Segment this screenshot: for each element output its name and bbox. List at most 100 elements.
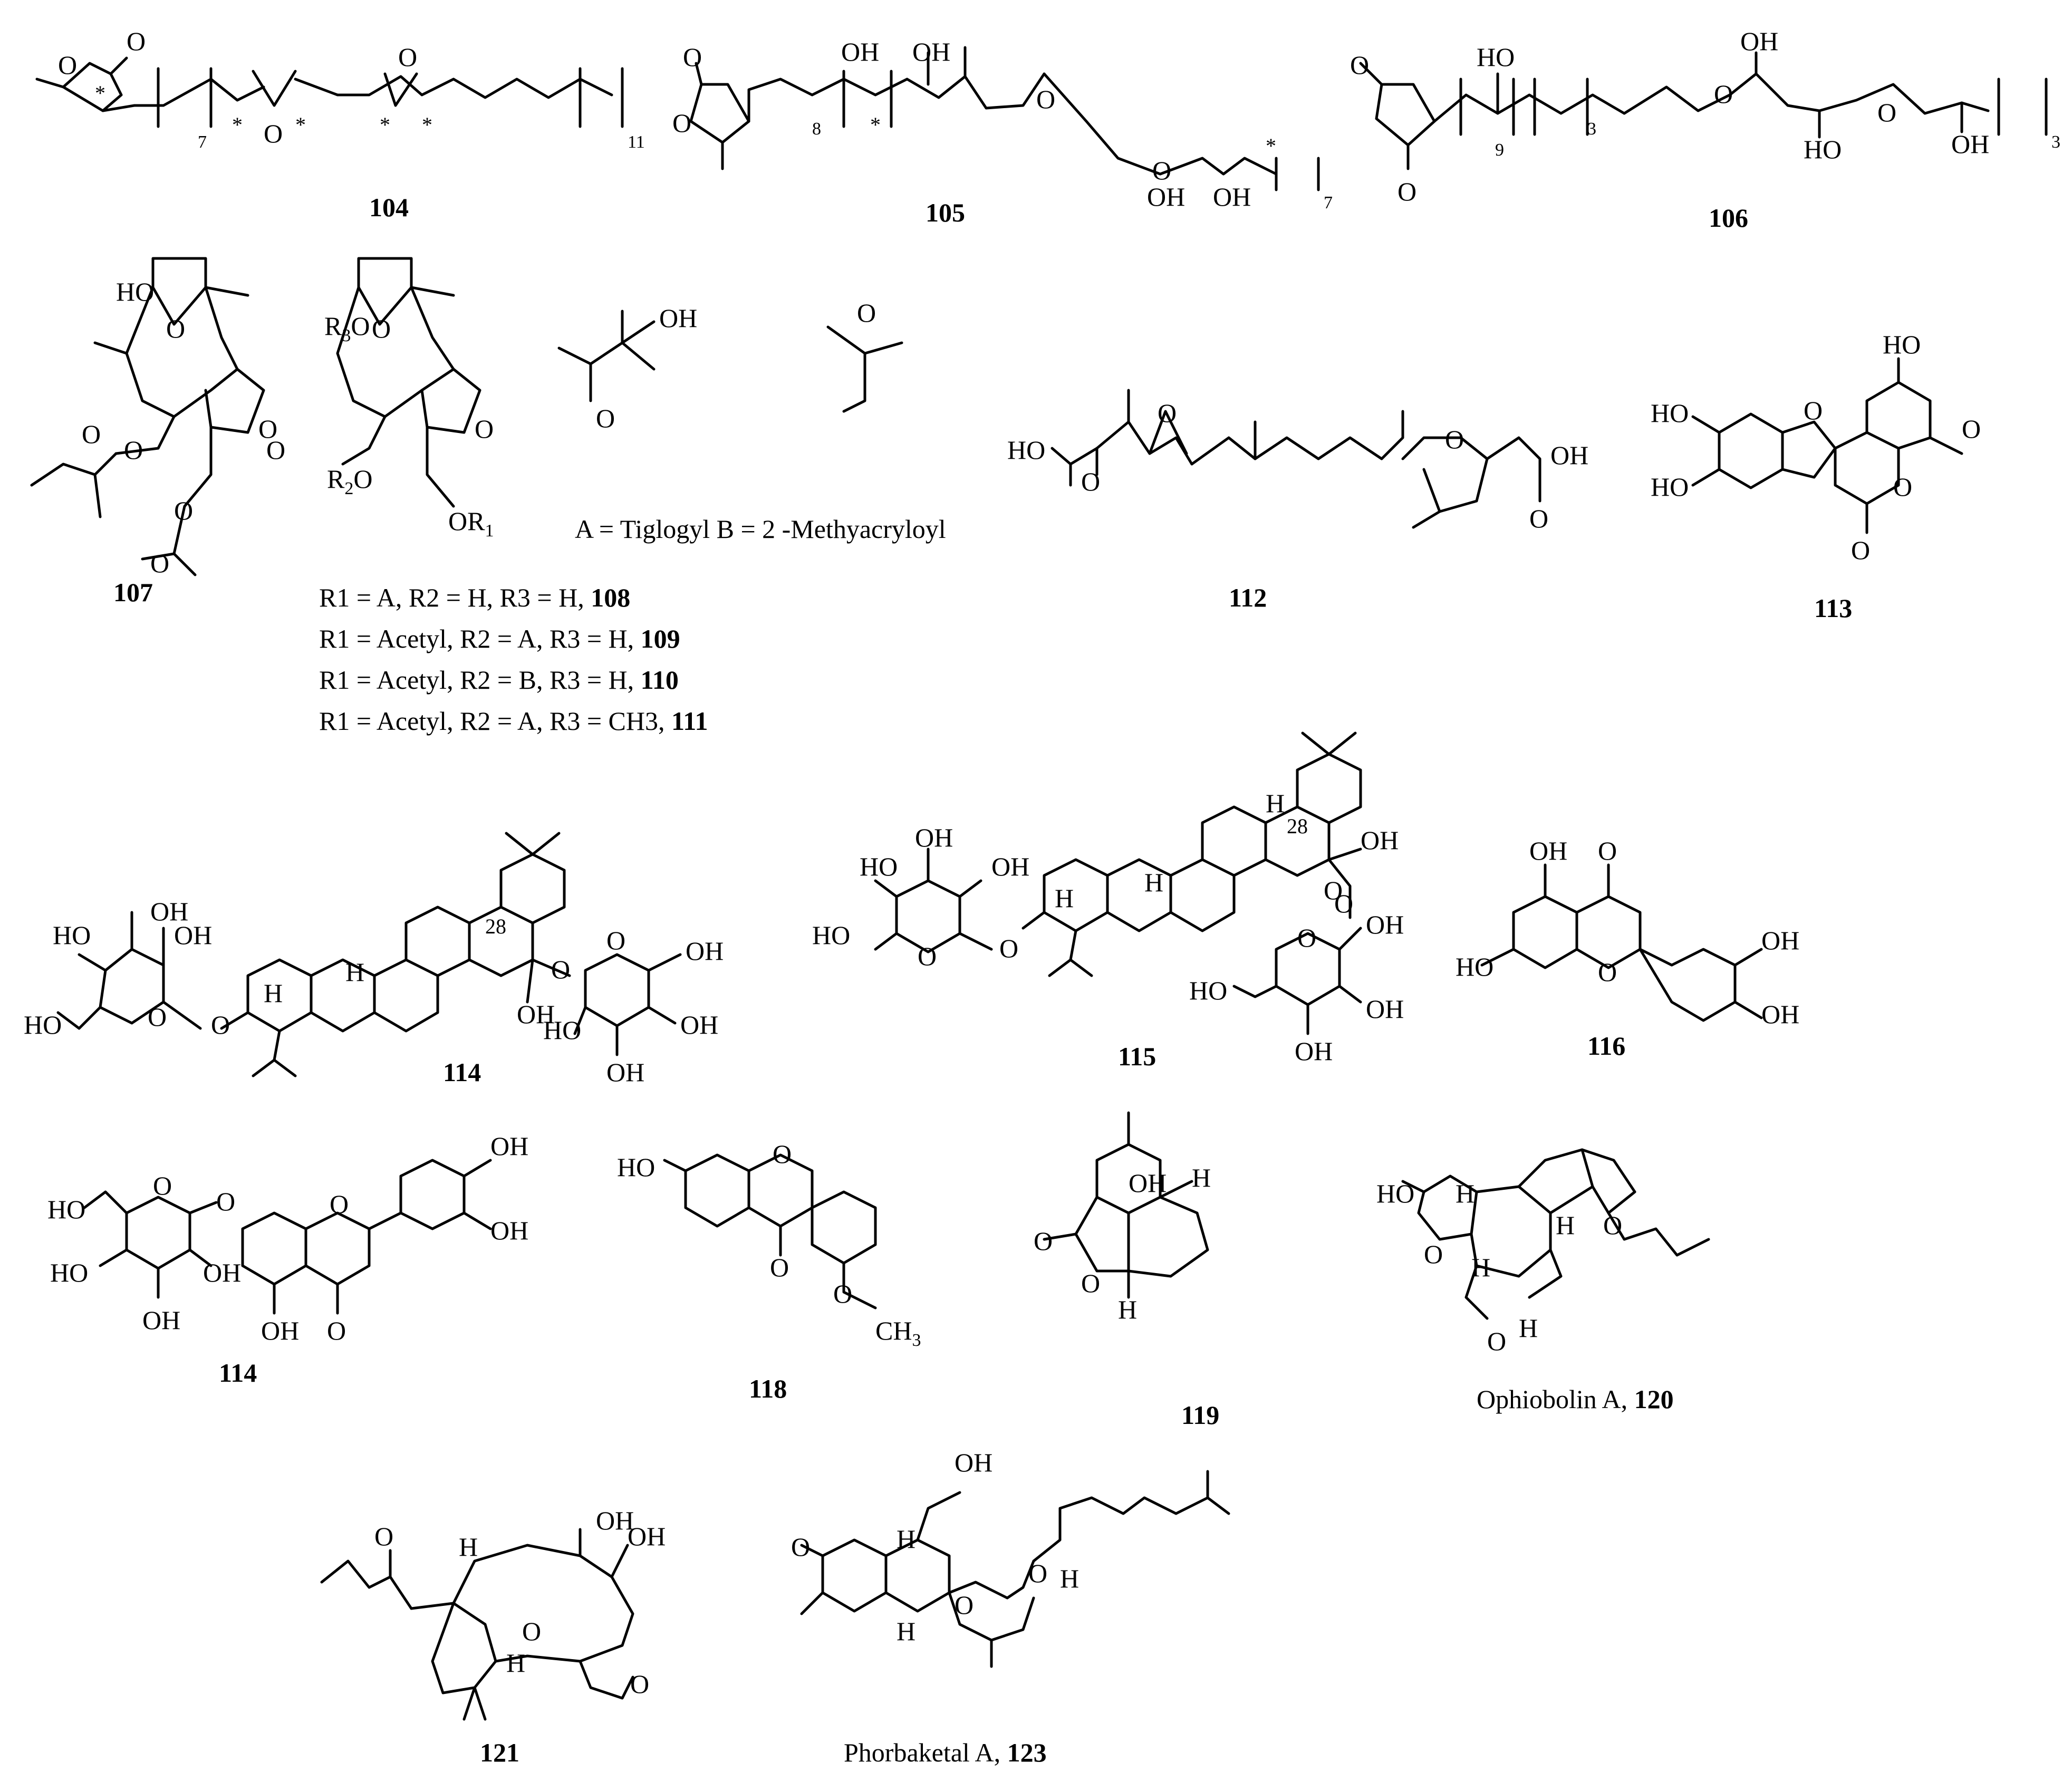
thf-oxygen: O (1152, 156, 1171, 185)
repeat-count: 11 (628, 132, 645, 152)
glycosidic-oxygen: O (216, 1187, 235, 1216)
lactone-oxygen: O (1893, 472, 1912, 502)
carbonyl-oxygen: O (1851, 535, 1870, 565)
hydroxyl: OH (1951, 129, 1989, 159)
compound-118: HO O O O CH3 118 (617, 1139, 921, 1403)
hydroxyl: HO (1456, 952, 1493, 981)
methyl-subscript: 3 (912, 1331, 921, 1350)
hydroxyl: HO (53, 920, 91, 950)
carbonyl-oxygen: O (127, 26, 146, 56)
hydroxyl: HO (1804, 134, 1842, 164)
pyranose-oxygen: O (1297, 923, 1316, 952)
hydroxyl: OH (1761, 999, 1799, 1029)
r2-oxygen: O (353, 464, 372, 494)
compound-108-111: R3O O O R2O OR1 OH O O A = Tiglogyl B = … (319, 257, 946, 736)
svg-text:CH3: CH3 (875, 1316, 921, 1350)
ester-oxygen: O (174, 496, 193, 525)
hydroxyl: HO (1651, 398, 1689, 428)
substituent-row-text: R1 = Acetyl, R2 = B, R3 = H, (319, 665, 634, 695)
r2-label: R (327, 464, 345, 494)
hydroxyl: OH (1529, 836, 1567, 865)
hydroxyl: HO (812, 920, 850, 950)
carbon-28-label: 28 (485, 914, 506, 938)
epoxide-oxygen: O (1158, 398, 1177, 428)
carbonyl-oxygen: O (1398, 177, 1416, 206)
repeat-count: 9 (1495, 140, 1504, 160)
hydroxyl: OH (1129, 1168, 1167, 1198)
svg-text:R2O: R2O (327, 464, 372, 498)
hydroxyl: OH (203, 1258, 241, 1287)
compound-number: 114 (219, 1358, 257, 1388)
thf-oxygen: O (1036, 84, 1055, 114)
methoxy-oxygen: O (1081, 467, 1100, 496)
spiro-thf-oxygen: O (1603, 1210, 1622, 1240)
hydroxyl: HO (47, 1195, 85, 1224)
repeat-count: 3 (1587, 119, 1596, 139)
substituent-row-number: 110 (641, 665, 679, 695)
carbonyl-oxygen: O (327, 1316, 346, 1345)
svg-text:R3O: R3O (324, 311, 370, 345)
stereo-star: * (380, 113, 390, 137)
methoxy-oxygen: O (1962, 414, 1981, 444)
hydroxyl: OH (606, 1057, 644, 1087)
svg-text:Ophiobolin A, 120: Ophiobolin A, 120 (1477, 1384, 1674, 1414)
compound-number: 113 (1814, 593, 1852, 623)
glycosidic-oxygen: O (211, 1010, 230, 1039)
hydroxyl: OH (261, 1316, 299, 1345)
pyranose-oxygen: O (148, 1002, 167, 1032)
pyranose-oxygen: O (918, 941, 937, 971)
r3-label: R (324, 311, 342, 341)
compound-114-flavone-glucoside: HO O O HO OH OH O OH O OH OH 114 (47, 1131, 528, 1388)
hydroxyl: OH (1761, 926, 1799, 955)
substituent-table: R1 = A, R2 = H, R3 = H, 108 R1 = Acetyl,… (319, 583, 708, 736)
svg-text:R1 = A, R2 = H, R3 = H, 108: R1 = A, R2 = H, R3 = H, 108 (319, 583, 630, 612)
spiro-oxygen: O (1028, 1558, 1047, 1588)
thf-oxygen: O (1714, 79, 1733, 109)
hydroxyl: HO (1477, 42, 1515, 72)
pyranone-oxygen: O (773, 1139, 792, 1169)
tigloyl-carbonyl-oxygen: O (596, 403, 615, 433)
pyran-oxygen: O (1445, 425, 1464, 454)
epoxide-oxygen-2: O (398, 42, 417, 72)
stereo-star: * (870, 113, 881, 137)
compound-number: 106 (1709, 203, 1748, 233)
hydroxyl: HO (1007, 435, 1045, 465)
hydroxyl: HO (50, 1258, 88, 1287)
acid-carbonyl-oxygen: O (1334, 889, 1353, 918)
compound-number: 120 (1634, 1384, 1674, 1414)
acid-carbonyl-oxygen: O (1529, 504, 1548, 533)
hydroxyl: OH (490, 1216, 528, 1245)
stereo-hydrogen: H (1456, 1179, 1475, 1208)
ketone-oxygen: O (1424, 1239, 1443, 1269)
lactone-oxygen: O (258, 414, 277, 444)
hydroxyl: OH (1740, 26, 1778, 56)
compound-119: OH O O H H 119 (1034, 1111, 1219, 1430)
hydroxyl: HO (1376, 1179, 1414, 1208)
hydroxyl: OH (628, 1521, 666, 1551)
svg-text:OR1: OR1 (448, 506, 494, 541)
compound-number: 107 (113, 577, 153, 607)
ketone-oxygen: O (374, 1521, 393, 1551)
hydroxyl: OH (686, 936, 724, 966)
hydroxyl: OH (174, 920, 212, 950)
hydroxyl: OH (1295, 1036, 1333, 1066)
stereo-hydrogen: H (1192, 1163, 1211, 1192)
hydroxyl: OH (1366, 910, 1404, 939)
hydroxyl: OH (142, 1305, 180, 1335)
stereo-star: * (295, 113, 306, 137)
hydroxyl: OH (955, 1448, 992, 1477)
hydroxyl: OH (596, 1506, 634, 1535)
hydroxyl: OH (1213, 182, 1251, 211)
hydroxyl: OH (841, 37, 879, 66)
stereo-hydrogen: H (1060, 1564, 1079, 1593)
compound-121: O OH OH H O H O 121 (320, 1506, 666, 1767)
svg-text:R1 = Acetyl, R2 = B, R3 = H, 1: R1 = Acetyl, R2 = B, R3 = H, 110 (319, 665, 679, 695)
ring-oxygen: O (672, 108, 691, 138)
hydroxyl: HO (860, 852, 898, 881)
repeat-count: 7 (1324, 193, 1333, 213)
epoxide-oxygen: O (264, 119, 283, 148)
compound-name: Ophiobolin A, (1477, 1384, 1627, 1414)
or1-label: OR (448, 506, 485, 536)
ring-oxygen: O (58, 50, 77, 80)
